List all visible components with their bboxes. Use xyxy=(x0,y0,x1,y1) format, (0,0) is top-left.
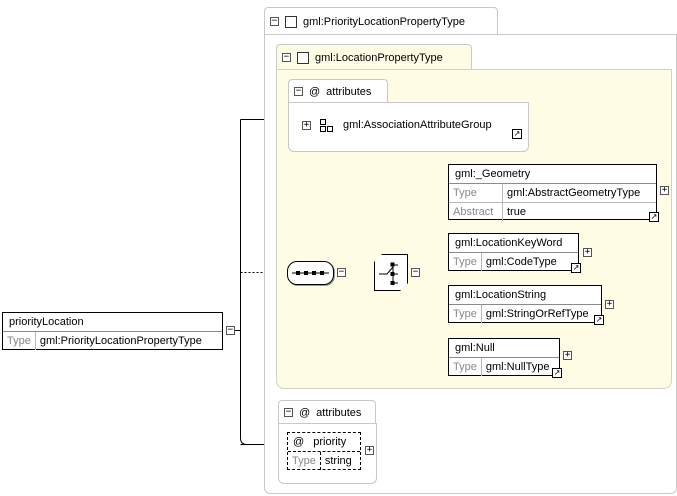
outer-type-tab: − gml:PriorityLocationPropertyType xyxy=(264,7,498,35)
element-row: Abstract true xyxy=(449,202,656,221)
abstract-value: true xyxy=(507,206,526,218)
type-value: string xyxy=(324,455,352,467)
element-name: gml:Null xyxy=(449,339,559,358)
type-label: Type xyxy=(449,184,503,202)
attribute-row: Type string xyxy=(288,452,360,470)
expand-icon[interactable]: + xyxy=(583,247,592,257)
attribute-name: priority xyxy=(313,436,347,448)
choice-compositor[interactable] xyxy=(374,254,408,291)
element-name: gml:LocationString xyxy=(449,286,601,305)
type-label: Type xyxy=(449,358,482,376)
element-row: Type gml:StringOrRefType xyxy=(449,305,601,323)
element-name: gml:LocationKeyWord xyxy=(449,234,578,253)
type-label: Type xyxy=(288,452,321,470)
collapse-icon[interactable]: − xyxy=(337,267,346,277)
element-box-location-keyword[interactable]: gml:LocationKeyWord Type gml:CodeType xyxy=(448,233,579,271)
type-value: gml:NullType xyxy=(485,361,550,373)
type-value: gml:AbstractGeometryType xyxy=(507,187,641,199)
collapse-icon[interactable]: − xyxy=(294,86,303,96)
root-branch-vertical xyxy=(240,119,248,445)
type-value: gml:PriorityLocationPropertyType xyxy=(39,335,202,347)
attribute-box-priority[interactable]: @ priority Type string xyxy=(287,432,361,470)
inner-type-label: gml:LocationPropertyType xyxy=(315,51,443,64)
reference-arrow-icon[interactable]: ↗ xyxy=(512,129,522,139)
outer-type-label: gml:PriorityLocationPropertyType xyxy=(303,15,466,28)
expand-icon[interactable]: + xyxy=(365,445,374,455)
collapse-icon[interactable]: − xyxy=(411,267,420,277)
complex-type-icon xyxy=(297,51,309,64)
sequence-compositor[interactable] xyxy=(287,261,334,285)
collapse-icon[interactable]: − xyxy=(282,52,291,62)
root-element-box[interactable]: priorityLocation Type gml:PriorityLocati… xyxy=(2,312,223,350)
choice-icon xyxy=(375,255,409,292)
reference-arrow-icon[interactable]: ↗ xyxy=(552,368,562,378)
outer-attributes-tab: − @ attributes xyxy=(278,400,376,424)
reference-arrow-icon[interactable]: ↗ xyxy=(594,315,604,325)
at-icon: @ xyxy=(309,85,321,98)
collapse-icon[interactable]: − xyxy=(284,407,293,417)
expand-icon[interactable]: + xyxy=(302,120,311,130)
attribute-group-label: gml:AssociationAttributeGroup xyxy=(343,119,492,131)
type-label: Type xyxy=(3,332,36,350)
reference-arrow-icon[interactable]: ↗ xyxy=(649,212,659,222)
element-box-location-string[interactable]: gml:LocationString Type gml:StringOrRefT… xyxy=(448,285,602,323)
at-icon: @ xyxy=(293,436,305,448)
element-row: Type gml:CodeType xyxy=(449,253,578,271)
expand-icon[interactable]: + xyxy=(605,299,614,309)
type-value: gml:StringOrRefType xyxy=(485,308,589,320)
complex-type-icon xyxy=(285,15,297,28)
sequence-icon xyxy=(292,271,329,275)
outer-attributes-label: attributes xyxy=(316,406,362,419)
attribute-group-icon xyxy=(320,119,333,132)
type-value: gml:CodeType xyxy=(485,256,557,268)
element-row: Type gml:NullType xyxy=(449,358,559,376)
type-label: Type xyxy=(449,253,482,271)
collapse-icon[interactable]: − xyxy=(226,325,235,335)
element-box-null[interactable]: gml:Null Type gml:NullType xyxy=(448,338,560,376)
inner-attributes-label: attributes xyxy=(326,85,372,98)
root-element-name: priorityLocation xyxy=(3,313,222,332)
element-box-geometry[interactable]: gml:_Geometry Type gml:AbstractGeometryT… xyxy=(448,164,657,221)
element-row: Type gml:AbstractGeometryType xyxy=(449,184,656,202)
reference-arrow-icon[interactable]: ↗ xyxy=(571,263,581,273)
attribute-header: @ priority xyxy=(288,433,360,452)
at-icon: @ xyxy=(299,406,311,419)
collapse-icon[interactable]: − xyxy=(270,16,279,26)
inner-attributes-tab: − @ attributes xyxy=(288,79,388,103)
abstract-label: Abstract xyxy=(449,203,503,221)
type-label: Type xyxy=(449,305,482,323)
expand-icon[interactable]: + xyxy=(563,350,572,360)
inner-type-tab: − gml:LocationPropertyType xyxy=(276,44,472,70)
element-name: gml:_Geometry xyxy=(449,165,656,184)
expand-icon[interactable]: + xyxy=(660,185,669,195)
